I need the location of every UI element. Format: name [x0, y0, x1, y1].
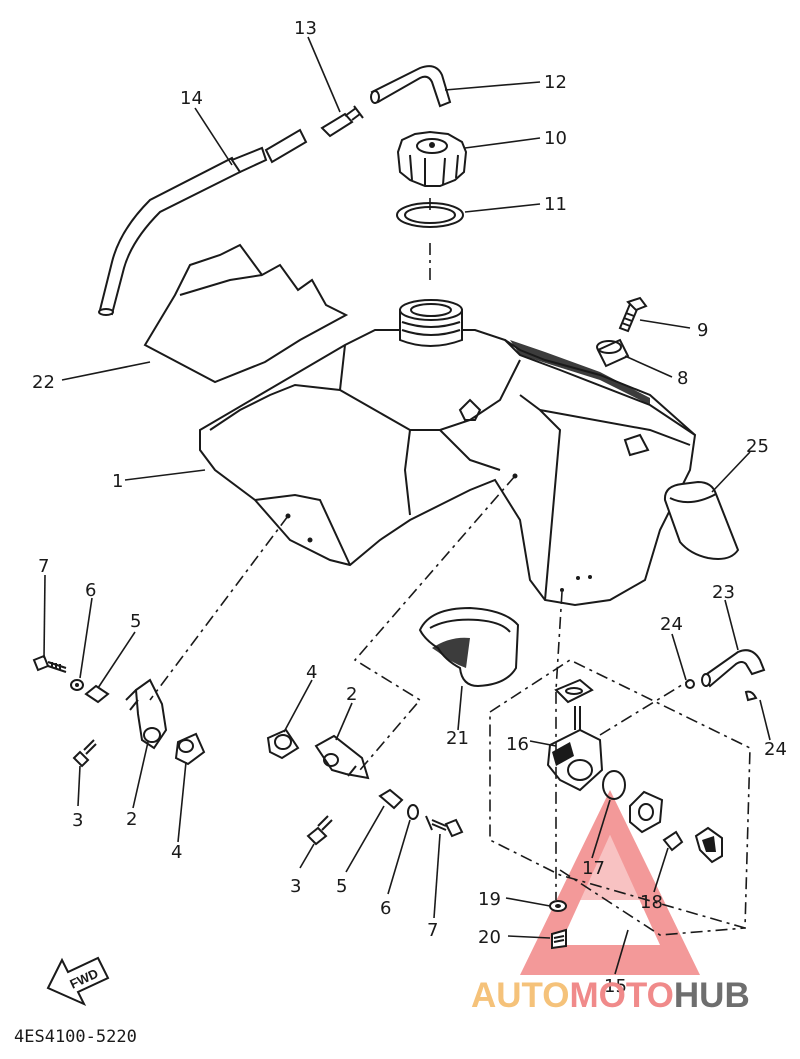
- callout-16: 16: [506, 734, 529, 755]
- callout-3-mid: 3: [290, 876, 301, 897]
- callout-17: 17: [582, 858, 605, 879]
- breather-hose-12: [370, 65, 452, 108]
- fuel-tank: [199, 299, 697, 607]
- callout-1: 1: [112, 471, 123, 492]
- callout-5-mid: 5: [336, 876, 347, 897]
- watermark-logo: [520, 790, 700, 975]
- callout-23: 23: [712, 582, 735, 603]
- callout-7-mid: 7: [427, 920, 438, 941]
- callout-4-left: 4: [171, 842, 182, 863]
- callout-21: 21: [446, 728, 469, 749]
- breather-hose-14: [98, 128, 308, 316]
- leader-lines: [43, 36, 771, 975]
- watermark-moto: MOTO: [570, 976, 674, 1015]
- left-bracket-assembly: [32, 654, 206, 768]
- callout-18: 18: [640, 892, 663, 913]
- tank-cover: [143, 243, 349, 384]
- callout-24-left: 24: [660, 614, 683, 635]
- collar-8: [596, 338, 630, 368]
- callout-24-right: 24: [764, 739, 787, 760]
- watermark-auto: AUTO: [471, 976, 570, 1015]
- watermark-hub: HUB: [674, 976, 750, 1015]
- callout-4-mid: 4: [306, 662, 317, 683]
- part-code: 4ES4100-5220: [14, 1027, 137, 1047]
- callout-7-left: 7: [38, 556, 49, 577]
- callout-19: 19: [478, 889, 501, 910]
- callout-12: 12: [544, 72, 567, 93]
- fuel-cap: [396, 130, 468, 187]
- callout-15: 15: [604, 976, 627, 997]
- callout-22: 22: [32, 372, 55, 393]
- callout-labels: 1 2 2 3 3 4 4 5 5 6 6 7 7 8 9 10 11 12 1…: [32, 18, 787, 997]
- callout-2-mid: 2: [346, 684, 357, 705]
- callout-14: 14: [180, 88, 203, 109]
- fuel-hose-23: [701, 649, 766, 688]
- damper-21: [418, 606, 520, 688]
- callout-6-mid: 6: [380, 898, 391, 919]
- callout-11: 11: [544, 194, 567, 215]
- damper-25: [663, 480, 740, 560]
- callout-6-left: 6: [85, 580, 96, 601]
- callout-10: 10: [544, 128, 567, 149]
- bolt-9: [618, 296, 648, 333]
- callout-13: 13: [294, 18, 317, 39]
- callout-20: 20: [478, 927, 501, 948]
- hose-clip-24: [685, 679, 758, 702]
- callout-9: 9: [697, 320, 708, 341]
- watermark-text: AUTOMOTOHUB: [471, 976, 750, 1015]
- fwd-arrow-icon: FWD: [46, 956, 110, 1007]
- breather-valve-13: [320, 105, 364, 138]
- callout-2-left: 2: [126, 809, 137, 830]
- callout-3-left: 3: [72, 810, 83, 831]
- callout-5-left: 5: [130, 611, 141, 632]
- middle-bracket-assembly: [266, 728, 464, 846]
- callout-25: 25: [746, 436, 769, 457]
- alignment-lines: [149, 195, 751, 936]
- callout-8: 8: [677, 368, 688, 389]
